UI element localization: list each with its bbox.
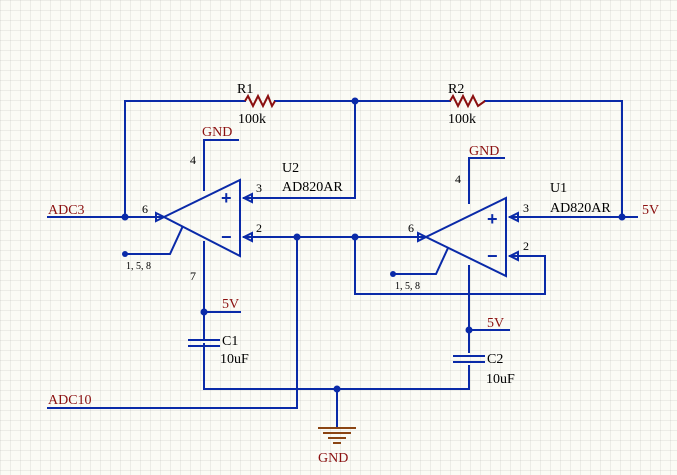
net-label-5v-u1: 5V (487, 316, 504, 331)
u2-pin-arrow (241, 231, 253, 243)
u2-designator: U2 (282, 161, 299, 176)
u1-pin4-wire (468, 157, 505, 204)
u2-nc-wire (124, 226, 184, 255)
u2-minus-sign: − (221, 227, 232, 247)
u2-pin-3: 3 (256, 181, 262, 195)
u2-noninv-wire (243, 100, 356, 199)
u1-pin-arrow (417, 231, 429, 243)
u1-designator: U1 (550, 181, 567, 196)
junction-dot (121, 213, 129, 221)
c2-designator: C2 (487, 352, 503, 367)
u1-pin-3: 3 (523, 201, 529, 215)
net-label-5v-u2: 5V (222, 297, 239, 312)
c2-value: 10uF (486, 372, 515, 387)
r2-designator: R2 (448, 82, 464, 97)
u2-output-feedback-wire (124, 100, 246, 218)
capacitor-c2: C2 10uF (453, 352, 515, 387)
junction-dot (465, 326, 473, 334)
u1-pin-4: 4 (455, 172, 461, 186)
adc10-wire (47, 236, 298, 409)
u1-plus-sign: + (487, 209, 498, 229)
u1-minus-sign: − (487, 246, 498, 266)
junction-dot (200, 308, 208, 316)
net-label-adc3: ADC3 (48, 203, 85, 218)
u2-pin-arrow (155, 211, 167, 223)
resistor-r2: R2 100k (448, 82, 486, 127)
u2-pin-6: 6 (142, 202, 148, 216)
u1-nc-pins: 1, 5, 8 (395, 281, 420, 292)
net-label-gnd-bottom: GND (318, 451, 348, 466)
u1-pin-6: 6 (408, 221, 414, 235)
junction-dot (390, 271, 396, 277)
net-labels: ADC3 ADC10 5V 5V 5V GND GND GND (48, 125, 659, 466)
junction-dot (122, 251, 128, 257)
r2-5v-wire (484, 100, 623, 218)
u1-nc-wire (392, 246, 450, 275)
u2-nc-pins: 1, 5, 8 (126, 261, 151, 272)
r1-value: 100k (238, 112, 266, 127)
c1-designator: C1 (222, 334, 238, 349)
c1-value: 10uF (220, 352, 249, 367)
u2-pin-4: 4 (190, 153, 196, 167)
u1-feedback-loop-wire (354, 236, 546, 295)
net-label-gnd-u1: GND (469, 144, 499, 159)
u1-pin-2: 2 (523, 239, 529, 253)
u2-plus-sign: + (221, 188, 232, 208)
u1-part-number: AD820AR (550, 201, 611, 216)
ground-symbol (318, 427, 356, 444)
u1-pin-arrow (507, 211, 519, 223)
junction-dot (333, 385, 341, 393)
junctions (121, 97, 626, 393)
net-label-5v: 5V (642, 203, 659, 218)
u2-pin-7: 7 (190, 269, 196, 283)
junction-dot (351, 97, 359, 105)
resistor-r1: R1 100k (237, 82, 276, 127)
r1-designator: R1 (237, 82, 253, 97)
u2-pin-arrow (241, 192, 253, 204)
opamp-u1: + − 3 2 6 4 1, 5, 8 U1 AD820AR (395, 172, 611, 292)
u2-pin-2: 2 (256, 221, 262, 235)
junction-dot (293, 233, 301, 241)
net-label-adc10: ADC10 (48, 393, 92, 408)
junction-dot (618, 213, 626, 221)
u2-part-number: AD820AR (282, 180, 343, 195)
junction-dot (351, 233, 359, 241)
u1-pin-arrow (507, 250, 519, 262)
opamp-u2: + − 3 2 6 4 7 1, 5, 8 U2 AD820AR (126, 153, 343, 283)
u2-pin4-wire (203, 139, 239, 191)
r2-value: 100k (448, 112, 476, 127)
net-label-gnd-u2: GND (202, 125, 232, 140)
capacitor-c1: C1 10uF (188, 334, 249, 367)
